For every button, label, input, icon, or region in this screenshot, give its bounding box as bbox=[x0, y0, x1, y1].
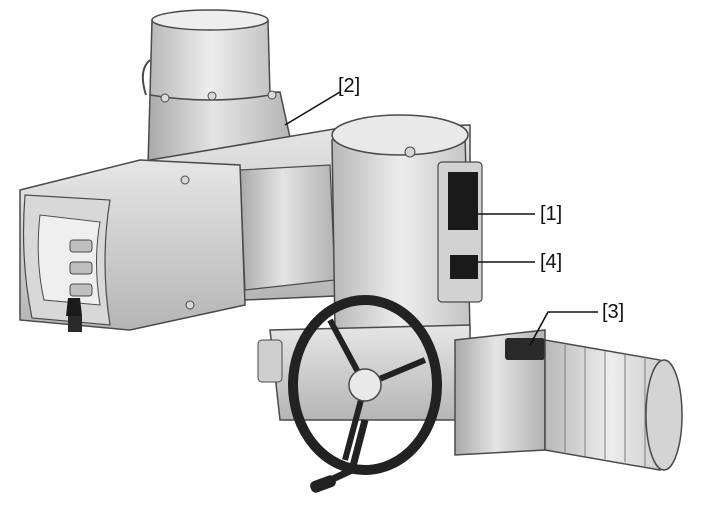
leader-line-2 bbox=[284, 91, 341, 126]
handwheel bbox=[288, 295, 442, 493]
callout-2: [2] bbox=[338, 75, 361, 97]
callout-1: [1] bbox=[540, 203, 563, 225]
gearbox-and-motor bbox=[257, 324, 683, 471]
callout-3: [3] bbox=[602, 301, 625, 323]
leader-lines bbox=[284, 91, 598, 346]
leader-line-3 bbox=[529, 311, 598, 346]
terminal-housing bbox=[331, 114, 483, 339]
callout-4: [4] bbox=[540, 251, 563, 273]
local-controls-unit bbox=[19, 159, 246, 332]
top-motor-housing bbox=[141, 9, 296, 166]
